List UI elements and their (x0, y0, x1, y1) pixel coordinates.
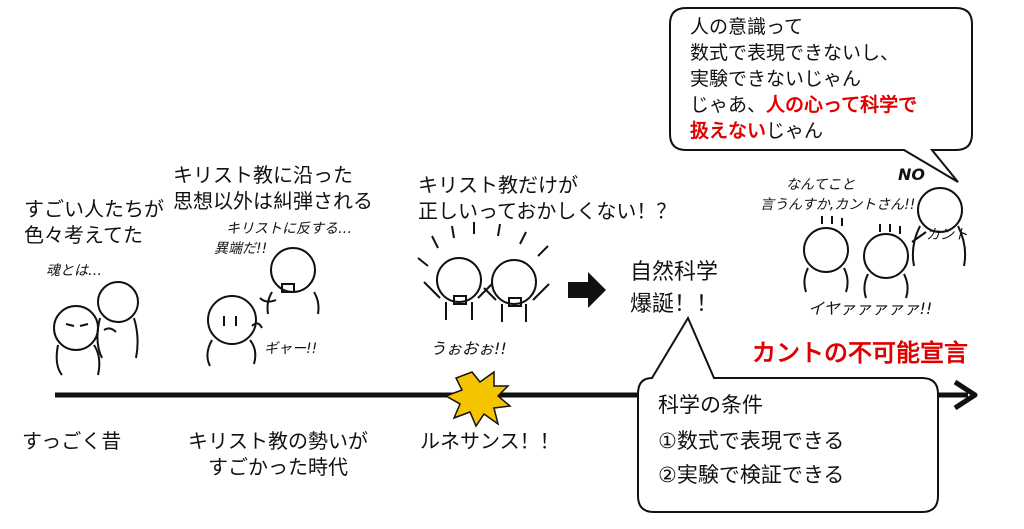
era1-handwritten: 魂とは… (46, 263, 102, 279)
era3-speech-line1: キリスト教だけが (418, 173, 578, 197)
era3-caption: ルネサンス！！ (420, 429, 560, 453)
era5-handwritten-others-line1: なんてこと (786, 177, 856, 193)
era2-handwritten-top-line2: 異端だ!! (214, 241, 268, 257)
era5-handwritten-no: NO (898, 165, 925, 184)
era5-handwritten-others-line2: 言うんすか,カントさん!! (760, 197, 916, 213)
era4-label-line1: 自然科学 (630, 260, 719, 285)
era1-thinkers-drawing (53, 281, 139, 376)
condition-2: ②実験で検証できる (658, 463, 845, 487)
era5-handwritten-kant: カント (926, 227, 968, 243)
era1-caption: すっごく昔 (22, 429, 122, 453)
era5-kant-drawing (803, 187, 967, 299)
era3-speech-line2: 正しいっておかしくない！？ (418, 199, 677, 223)
era2-speech-line1: キリスト教に沿った (173, 163, 353, 187)
progress-arrow-icon (568, 272, 606, 308)
explosion-burst (444, 370, 512, 428)
era2-handwritten-bottom: ギャー!! (264, 341, 318, 357)
kant-bubble-line5: 扱えないじゃん (690, 118, 823, 144)
era2-caption-line2: すごかった時代 (208, 455, 348, 479)
kant-bubble-line4-emphasis: 人の心って科学で (766, 94, 918, 116)
era3-handwritten: うぉおぉ!! (430, 339, 507, 358)
conditions-title: 科学の条件 (658, 393, 763, 417)
era2-persecution-drawing (206, 247, 320, 367)
era2-handwritten-top-line1: キリストに反する… (226, 221, 352, 237)
kant-bubble-line3: 実験できないじゃん (690, 68, 862, 90)
kant-bubble-line2: 数式で表現できないし、 (690, 42, 900, 64)
kant-impossibility-title: カントの不可能宣言 (752, 339, 968, 367)
era2-speech-line2: 思想以外は糾弾される (173, 189, 373, 213)
kant-bubble-line4: じゃあ、人の心って科学で (690, 92, 917, 118)
condition-1: ①数式で表現できる (658, 429, 845, 453)
era1-speech-line2: 色々考えてた (24, 223, 143, 247)
kant-bubble-line1: 人の意識って (690, 16, 804, 38)
era5-handwritten-scream: イヤァァァァァ!! (808, 299, 933, 318)
era4-label-line2: 爆誕！！ (630, 292, 719, 317)
kant-bubble-line4-pre: じゃあ、 (690, 94, 767, 116)
kant-bubble-line5-post: じゃん (766, 120, 824, 142)
era3-renaissance-drawing (417, 222, 550, 322)
kant-bubble-line5-emphasis: 扱えない (690, 120, 767, 142)
era2-caption-line1: キリスト教の勢いが (188, 429, 368, 453)
kant-speech-bubble (669, 7, 973, 183)
era1-speech-line1: すごい人たちが (24, 197, 164, 221)
conditions-bubble (637, 315, 939, 513)
